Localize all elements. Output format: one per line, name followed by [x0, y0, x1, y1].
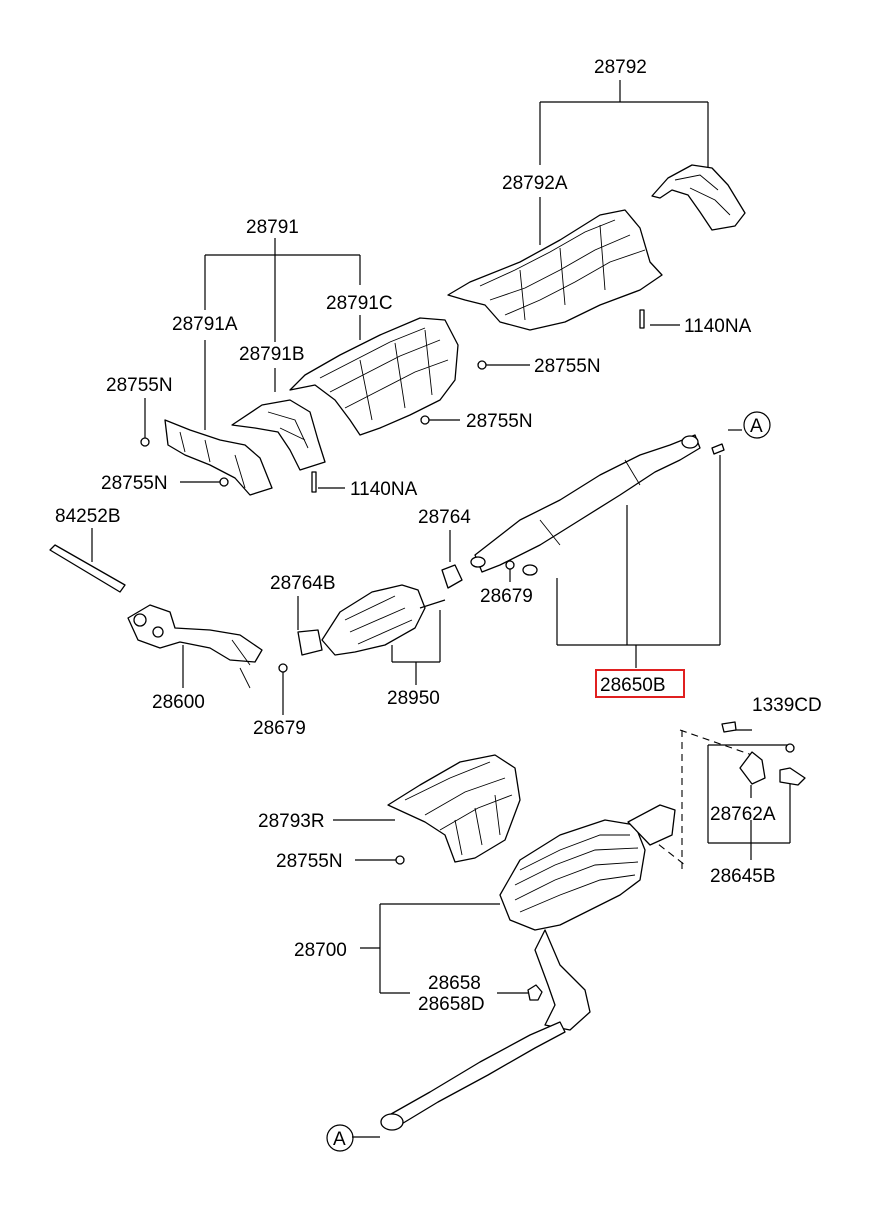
brace-84252B: [49, 544, 126, 593]
label-28755N-left: 28755N: [106, 375, 173, 396]
label-28762A: 28762A: [710, 804, 776, 825]
front-pipe-28600: [127, 604, 263, 689]
label-28658D: 28658D: [418, 994, 485, 1015]
label-28950: 28950: [387, 688, 440, 709]
label-28792: 28792: [594, 57, 647, 78]
label-28791A: 28791A: [172, 314, 238, 335]
catalytic-converter-28950: [297, 584, 446, 656]
part-number-labels: 28792 28792A 1140NA 28755N 28791 28791C …: [55, 57, 822, 1015]
label-84252B: 84252B: [55, 506, 121, 527]
label-28793R: 28793R: [258, 811, 325, 832]
heat-shield-28792A: [447, 209, 663, 331]
muffler-28700: [380, 804, 676, 1131]
marker-a-top-label: A: [750, 416, 763, 437]
fasteners: [140, 309, 795, 865]
heat-shield-28792-small: [651, 164, 746, 231]
label-1140NA-mid: 1140NA: [350, 479, 418, 500]
leader-lines: [91, 80, 791, 1138]
label-28791C: 28791C: [326, 293, 393, 314]
label-28755N-mid: 28755N: [534, 356, 601, 377]
label-28792A: 28792A: [502, 173, 568, 194]
label-28679-left: 28679: [253, 718, 306, 739]
heat-shield-28791A: [164, 419, 273, 496]
center-pipe-28650B: [470, 434, 725, 576]
connector-marker-a-bottom: A: [326, 1124, 354, 1152]
label-28650B[interactable]: 28650B: [600, 675, 666, 696]
gasket-28764: [441, 564, 463, 589]
label-28755N-lower: 28755N: [101, 473, 168, 494]
heat-shield-28791B: [231, 399, 326, 471]
label-28755N-bottom: 28755N: [276, 851, 343, 872]
label-28658: 28658: [428, 973, 481, 994]
label-28764: 28764: [418, 507, 471, 528]
label-28700: 28700: [294, 940, 347, 961]
label-28764B: 28764B: [270, 573, 336, 594]
heat-shield-28793R: [387, 754, 521, 863]
label-28791: 28791: [246, 217, 299, 238]
label-28679-right: 28679: [480, 586, 533, 607]
hanger-28762A: [739, 751, 806, 786]
label-28600: 28600: [152, 692, 205, 713]
connector-marker-a-top: A: [743, 411, 771, 439]
heat-shield-28791C: [289, 317, 459, 436]
label-28791B: 28791B: [239, 344, 305, 365]
label-28755N-right: 28755N: [466, 411, 533, 432]
label-28645B: 28645B: [710, 866, 776, 887]
marker-a-bottom-label: A: [333, 1129, 346, 1150]
label-1140NA-top: 1140NA: [684, 316, 752, 337]
label-1339CD: 1339CD: [752, 695, 822, 716]
highlight-box-28650B: [595, 669, 685, 698]
